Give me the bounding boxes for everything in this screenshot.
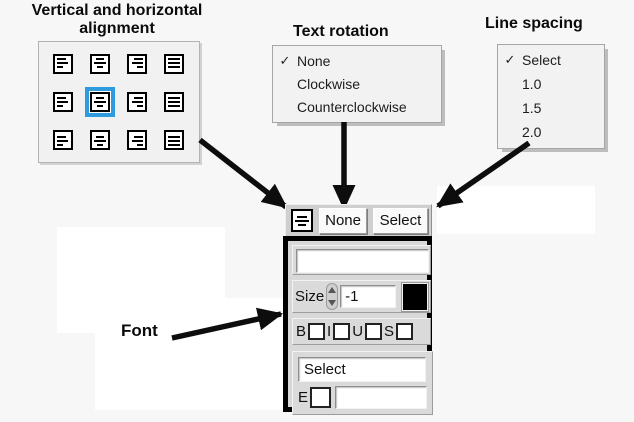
align-cell-middle-left[interactable] — [53, 92, 73, 112]
style-row: B I U S — [292, 318, 431, 345]
italic-checkbox[interactable] — [333, 323, 351, 340]
line-spacing-dropdown-button[interactable]: Select — [372, 207, 428, 234]
arrow-alignment-to-panel — [198, 137, 288, 210]
text-settings-toolbar: None Select — [285, 204, 432, 237]
e-row: E — [298, 386, 427, 409]
bold-checkbox[interactable] — [308, 323, 326, 340]
size-spinner-down-icon[interactable] — [328, 300, 337, 306]
menu-item-1-5[interactable]: 1.5 — [522, 100, 542, 116]
align-cell-middle-justify[interactable] — [164, 92, 184, 112]
text-rotation-title: Text rotation — [293, 23, 389, 40]
font-label: Font — [121, 321, 158, 340]
menu-item-clockwise[interactable]: Clockwise — [297, 75, 361, 92]
size-input[interactable] — [340, 285, 397, 308]
checkmark-icon: ✓ — [504, 52, 516, 67]
line-spacing-menu: ✓ Select 1.0 1.5 2.0 — [497, 44, 605, 149]
font-name-select[interactable]: Select — [298, 357, 426, 382]
align-cell-top-justify[interactable] — [164, 54, 184, 74]
line-spacing-title: Line spacing — [485, 15, 583, 32]
align-cell-top-right[interactable] — [127, 54, 147, 74]
size-spinner-up-icon[interactable] — [328, 287, 337, 293]
align-cell-middle-center-selected[interactable] — [90, 92, 110, 112]
size-spinner — [326, 283, 339, 310]
e-label: E — [298, 389, 309, 406]
strikeout-label: S — [384, 323, 395, 340]
align-cell-bottom-justify[interactable] — [164, 130, 184, 150]
underline-checkbox[interactable] — [365, 323, 383, 340]
menu-item-2-0[interactable]: 2.0 — [522, 124, 542, 140]
text-entry-plate — [292, 245, 431, 275]
italic-label: I — [327, 323, 332, 340]
menu-item-counterclockwise[interactable]: Counterclockwise — [297, 98, 407, 115]
background-patch — [437, 186, 595, 234]
align-cell-top-left[interactable] — [53, 54, 73, 74]
align-cell-top-center[interactable] — [90, 54, 110, 74]
menu-item-select[interactable]: ✓ Select — [498, 48, 604, 72]
size-row: Size — [292, 280, 431, 313]
text-rotation-dropdown-button[interactable]: None — [319, 207, 367, 234]
alignment-palette — [38, 41, 200, 163]
align-cell-bottom-right[interactable] — [127, 130, 147, 150]
align-cell-bottom-center[interactable] — [90, 130, 110, 150]
align-center-icon — [297, 215, 308, 218]
bold-label: B — [296, 323, 307, 340]
text-rotation-menu: ✓ None Clockwise Counterclockwise — [272, 45, 442, 123]
e-checkbox[interactable] — [310, 387, 331, 408]
size-label: Size — [295, 288, 325, 305]
alignment-title: Vertical and horizontal alignment — [31, 2, 203, 37]
e-input[interactable] — [335, 386, 427, 409]
underline-label: U — [352, 323, 364, 340]
align-cell-middle-right[interactable] — [127, 92, 147, 112]
menu-item-1-0[interactable]: 1.0 — [522, 76, 542, 92]
align-cell-bottom-left[interactable] — [53, 130, 73, 150]
font-panel: Size B I U S Select E — [283, 236, 433, 415]
sample-text-input[interactable] — [296, 249, 429, 273]
font-select-group: Select E — [292, 351, 433, 415]
alignment-dropdown-button[interactable] — [291, 209, 314, 232]
text-color-swatch[interactable] — [401, 281, 429, 312]
checkmark-icon: ✓ — [279, 52, 291, 68]
strikeout-checkbox[interactable] — [396, 323, 414, 340]
menu-item-none[interactable]: ✓ None — [273, 49, 441, 72]
